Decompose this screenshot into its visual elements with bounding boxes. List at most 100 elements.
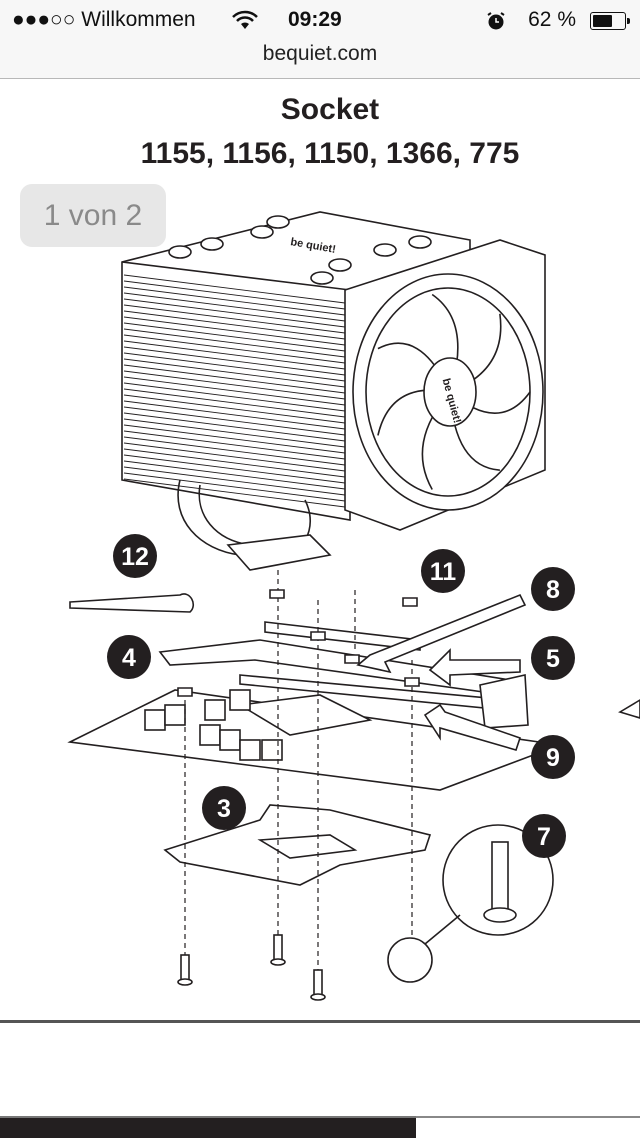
- nut: [404, 677, 420, 687]
- nut: [177, 687, 193, 697]
- fin-line: [123, 352, 346, 382]
- screw-head: [310, 993, 326, 1001]
- callout-4: [107, 635, 151, 679]
- cpu-socket: [237, 694, 373, 736]
- nut: [269, 589, 285, 599]
- callout-label: 11: [430, 558, 457, 586]
- fin-line: [123, 334, 346, 364]
- fin-line: [123, 346, 346, 376]
- page-title-line2: 1155, 1156, 1150, 1366, 775: [140, 137, 520, 170]
- next-page-rule: [416, 1116, 640, 1118]
- page-title-line1: Socket: [280, 93, 380, 126]
- callout-label: 7: [537, 823, 551, 851]
- component: [199, 724, 221, 746]
- heatpipe-cap: [310, 271, 334, 285]
- fin-line: [123, 274, 346, 304]
- fin-line: [123, 298, 346, 328]
- fin-line: [123, 394, 346, 424]
- alarm-clock-icon: [487, 12, 505, 30]
- fin-line: [123, 382, 346, 412]
- component: [261, 739, 283, 761]
- heatpipe-caps: [168, 215, 432, 285]
- heatpipe-cap: [328, 258, 352, 272]
- heatpipe-cap: [250, 225, 274, 239]
- battery-icon: [590, 12, 630, 30]
- status-bar: ●●●○○ Willkommen 09:29 62 %: [0, 0, 640, 40]
- screw: [273, 934, 283, 962]
- callout-label: 9: [546, 744, 560, 772]
- callout-9: [531, 735, 575, 779]
- fin-line: [123, 292, 346, 322]
- carrier-signal: ●●●○○ Willkommen: [12, 8, 196, 31]
- fin-line: [123, 280, 346, 310]
- next-page-header-bar: [0, 1116, 416, 1138]
- nut: [402, 597, 418, 607]
- cooler-base: [226, 534, 332, 571]
- screw: [313, 969, 323, 997]
- arrow-5: [428, 648, 521, 687]
- fin-line: [123, 430, 346, 460]
- callout-7: [522, 814, 566, 858]
- fin-line: [123, 418, 346, 448]
- component: [219, 729, 241, 751]
- fin-line: [123, 316, 346, 346]
- wifi-icon: [232, 10, 258, 29]
- callout-label: 5: [546, 645, 560, 673]
- heatpipe-cap: [168, 245, 192, 259]
- fin-line: [123, 370, 346, 400]
- callout-label: 12: [121, 543, 149, 571]
- callout-3: [202, 786, 246, 830]
- component: [229, 689, 251, 711]
- fin-line: [123, 406, 346, 436]
- fin-line: [123, 322, 346, 352]
- callout-label: 8: [546, 576, 560, 604]
- fin-line: [123, 400, 346, 430]
- fin-line: [123, 442, 346, 472]
- heatpipe-cap: [408, 235, 432, 249]
- component: [204, 699, 226, 721]
- arrow-8: [356, 593, 527, 674]
- component: [239, 739, 261, 761]
- callout-5: [531, 636, 575, 680]
- fin-line: [123, 310, 346, 340]
- heatpipe-cap: [373, 243, 397, 257]
- heatpipe-cap: [200, 237, 224, 251]
- fin-line: [123, 340, 346, 370]
- fin-line: [123, 472, 346, 502]
- fin-line: [123, 448, 346, 478]
- fin-line: [123, 424, 346, 454]
- fin-line: [123, 328, 346, 358]
- component: [164, 704, 186, 726]
- page-indicator: 1 von 2: [20, 184, 166, 247]
- wrench: [69, 593, 195, 613]
- mounting-bridge: [264, 621, 421, 651]
- address-bar[interactable]: bequiet.com: [0, 40, 640, 79]
- fin-line: [123, 376, 346, 406]
- callout-label: 4: [122, 644, 136, 672]
- screw-head: [177, 978, 193, 986]
- nut: [310, 631, 326, 641]
- screw-head: [270, 958, 286, 966]
- fin-line: [123, 478, 346, 508]
- fin-line: [123, 436, 346, 466]
- pdf-page[interactable]: Socket 1155, 1156, 1150, 1366, 775: [0, 79, 640, 1136]
- fin-line: [123, 286, 346, 316]
- battery-percent: 62 %: [528, 8, 576, 31]
- screw: [180, 954, 190, 982]
- fin-line: [123, 412, 346, 442]
- callout-11: [421, 549, 465, 593]
- arrow-9: [423, 703, 522, 751]
- nut: [344, 654, 360, 664]
- callout-label: 3: [217, 795, 231, 823]
- callout-12: [113, 534, 157, 578]
- callout-8: [531, 567, 575, 611]
- url-text: bequiet.com: [262, 42, 378, 65]
- motherboard-components: [144, 689, 283, 761]
- heatpipe-cap: [266, 215, 290, 229]
- battery-fill: [593, 15, 612, 27]
- fin-line: [123, 460, 346, 490]
- page-divider: [0, 1020, 640, 1023]
- fin-line: [123, 454, 346, 484]
- heatsink-fins: [123, 274, 346, 508]
